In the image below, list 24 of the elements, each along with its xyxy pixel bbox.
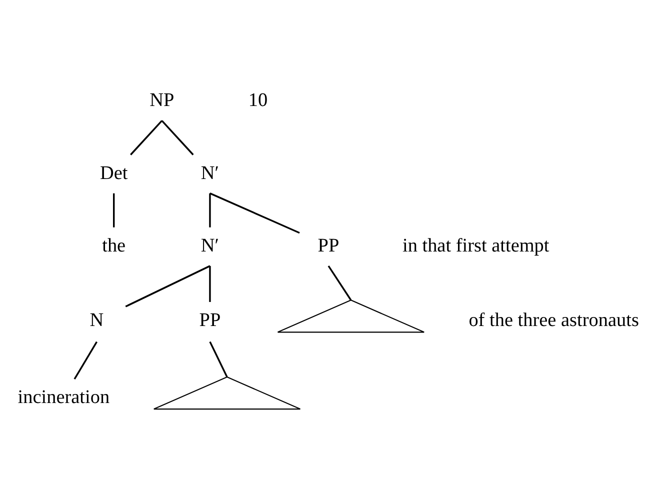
node-triangle — [153, 376, 301, 410]
connector — [74, 340, 98, 380]
node-text: Det — [100, 162, 128, 184]
connector — [210, 192, 300, 234]
connector — [130, 120, 163, 155]
node-text: the — [102, 234, 126, 256]
node-text: of the three astronauts — [468, 310, 639, 331]
connector — [161, 120, 194, 155]
node-text: PP — [318, 234, 340, 256]
connector — [125, 264, 210, 307]
connector — [209, 265, 211, 302]
connector — [209, 340, 228, 377]
node-text: incineration — [18, 386, 110, 408]
connector — [328, 264, 352, 300]
node-text: N′ — [200, 234, 220, 256]
node-text: N — [90, 310, 104, 331]
node-text: PP — [199, 310, 221, 331]
node-text: in that first attempt — [402, 234, 550, 256]
connector — [209, 192, 211, 227]
node-text: NP — [150, 90, 174, 111]
label: 10 — [248, 90, 268, 111]
node-text: N′ — [200, 162, 220, 184]
connector — [113, 192, 115, 227]
node-triangle — [277, 299, 425, 332]
